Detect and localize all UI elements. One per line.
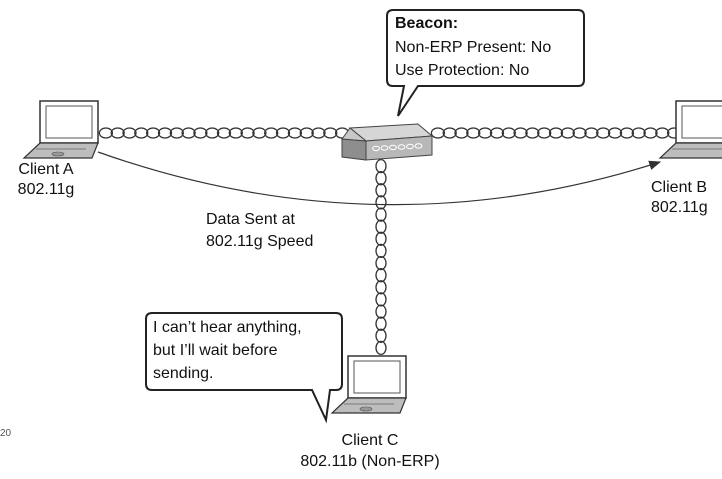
link-segment <box>525 127 540 139</box>
link-segment <box>157 127 173 139</box>
client-a-name: Client A <box>18 161 74 178</box>
link-segment <box>275 127 291 139</box>
link-segment <box>299 127 314 139</box>
link-segment <box>181 127 196 139</box>
link-segment <box>375 328 387 343</box>
client-c-standard: 802.11b (Non-ERP) <box>300 453 440 470</box>
link-segment <box>584 127 599 139</box>
laptop-icon-client-a <box>22 100 99 159</box>
link-segment <box>501 127 516 139</box>
client-b-name: Client B <box>651 179 708 196</box>
link-segment <box>252 127 267 139</box>
link-segment <box>169 127 184 139</box>
link-segment <box>375 304 387 319</box>
link-segment <box>375 280 387 295</box>
link-segment <box>240 127 255 139</box>
beacon-line-protection: Use Protection: No <box>395 62 530 79</box>
wireless-links <box>98 127 682 356</box>
link-segment <box>375 231 387 246</box>
link-segment <box>560 127 575 139</box>
link-segment <box>430 127 446 139</box>
link-segment <box>466 127 481 139</box>
link-segment <box>134 127 149 139</box>
link-segment <box>596 127 611 139</box>
beacon-title: Beacon: <box>395 15 459 32</box>
link-segment <box>375 255 387 271</box>
link-segment <box>375 158 387 174</box>
link-segment <box>110 127 125 139</box>
ap-port <box>389 144 397 151</box>
link-segment <box>375 292 387 307</box>
ap-port <box>372 145 380 152</box>
client-a-standard: 802.11g <box>17 181 75 198</box>
link-segment <box>454 127 469 139</box>
link-segment <box>145 127 161 139</box>
link-segment <box>122 127 137 139</box>
access-point-icon <box>341 123 434 161</box>
client-c-bubble-line-3: sending. <box>153 365 214 382</box>
ap-port <box>414 143 423 149</box>
link-segment <box>228 127 243 139</box>
client-b-standard: 802.11g <box>651 199 708 216</box>
link-segment <box>323 127 338 139</box>
link-segment <box>375 207 387 222</box>
ap-port <box>397 144 406 150</box>
data-flow-label-line-2: 802.11g Speed <box>206 233 314 250</box>
link-segment <box>375 268 387 283</box>
data-flow-label-line-1: Data Sent at <box>206 211 295 228</box>
client-c-speech-bubble <box>145 312 343 424</box>
link-segment <box>375 340 387 356</box>
link-segment <box>311 127 326 139</box>
client-c-bubble-line-2: but I’ll wait before <box>153 342 278 359</box>
ap-port <box>380 145 389 151</box>
link-segment <box>643 127 658 139</box>
figure-number: 20 <box>0 428 12 439</box>
laptop-icon-client-b <box>658 100 722 159</box>
link-segment <box>375 219 387 234</box>
link-segment <box>489 127 505 139</box>
link-segment <box>216 127 232 139</box>
wireless-link-ap-to-client-b <box>430 127 682 139</box>
link-segment <box>513 127 528 139</box>
link-segment <box>607 127 623 139</box>
data-flow-arrow <box>97 151 662 206</box>
link-segment <box>477 127 493 139</box>
link-segment <box>375 316 387 331</box>
link-segment <box>375 171 387 186</box>
link-segment <box>572 127 587 139</box>
link-segment <box>375 243 387 259</box>
link-segment <box>619 127 635 139</box>
link-segment <box>193 127 208 139</box>
beacon-callout <box>386 9 585 117</box>
link-segment <box>98 127 114 139</box>
beacon-line-non-erp: Non-ERP Present: No <box>395 39 552 56</box>
client-c-name: Client C <box>341 432 399 449</box>
ap-port <box>406 143 414 150</box>
wireless-link-ap-to-client-a <box>98 127 350 139</box>
laptop-icon-client-c <box>330 355 407 414</box>
link-segment <box>205 127 220 139</box>
link-segment <box>375 195 387 210</box>
link-segment <box>537 127 552 139</box>
link-segment <box>631 127 646 139</box>
link-segment <box>375 183 387 198</box>
client-c-bubble-line-1: I can’t hear anything, <box>153 319 302 336</box>
link-segment <box>287 127 303 139</box>
wireless-link-ap-to-client-c <box>375 158 387 356</box>
link-segment <box>442 127 457 139</box>
link-segment <box>655 127 670 139</box>
link-segment <box>264 127 279 139</box>
link-segment <box>548 127 564 139</box>
